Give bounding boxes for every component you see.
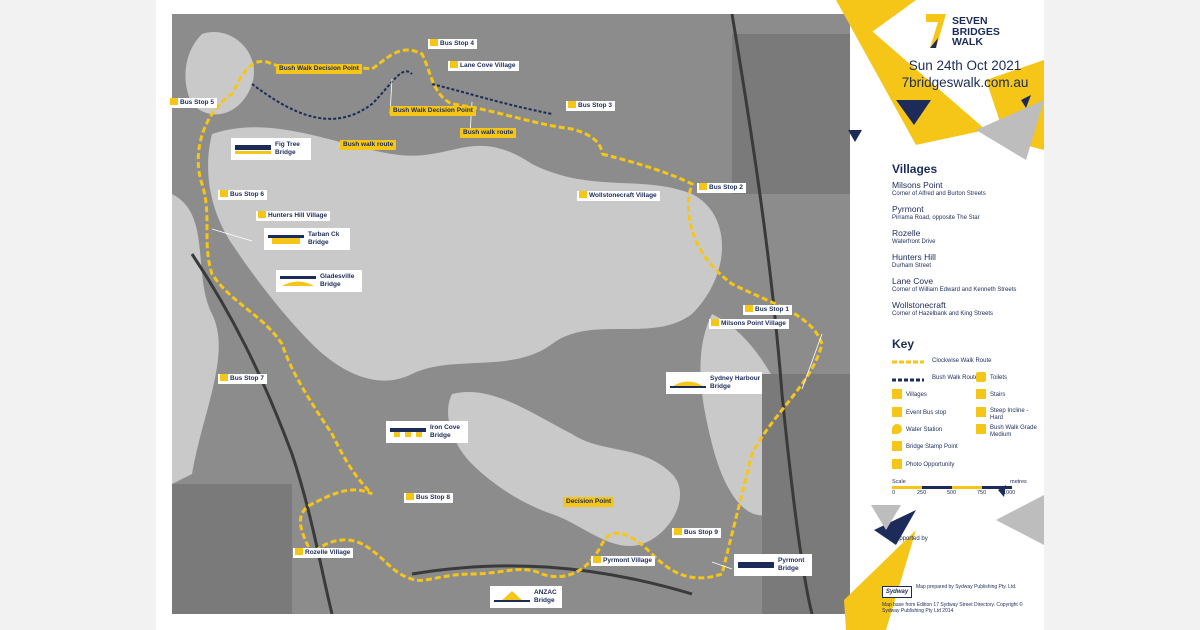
- village-icon: [450, 61, 458, 68]
- event-date: Sun 24th Oct 2021: [908, 58, 1022, 73]
- label-bus-stop-2[interactable]: Bus Stop 2: [697, 183, 746, 193]
- label-bus-stop-6[interactable]: Bus Stop 6: [218, 190, 267, 200]
- bridge-icon: [670, 381, 706, 388]
- label-bus-stop-3[interactable]: Bus Stop 3: [566, 101, 615, 111]
- seven-bridges-logo[interactable]: SEVEN BRIDGES WALK: [926, 14, 1006, 50]
- key-event-bus: Event Bus stop: [906, 410, 947, 416]
- steep-incline-icon: [976, 407, 986, 417]
- label-bush-decision-1[interactable]: Bush Walk Decision Point: [276, 64, 362, 74]
- bus-stop-icon: [220, 190, 228, 197]
- key-water: Water Station: [906, 427, 943, 433]
- label-decision-point[interactable]: Decision Point: [563, 497, 615, 507]
- water-station-icon: [892, 424, 902, 434]
- key-stairs: Stairs: [990, 392, 1006, 398]
- stairs-icon: [976, 389, 986, 399]
- label-bus-stop-7[interactable]: Bus Stop 7: [218, 374, 267, 384]
- bus-stop-icon: [170, 98, 178, 105]
- supported-by: Supported by: [892, 536, 928, 542]
- label-wollstonecraft-village[interactable]: Wollstonecraft Village: [577, 191, 660, 201]
- sydway-logo: Sydway: [882, 586, 912, 598]
- bridge-icon: [268, 235, 304, 244]
- key-bush-route: Bush Walk Route: [932, 375, 979, 381]
- bus-stop-icon: [892, 407, 902, 417]
- key-stamp: Bridge Stamp Point: [906, 444, 958, 450]
- river-water: [172, 194, 219, 484]
- map-sheet: Bus Stop 4 Lane Cove Village Bush Walk D…: [156, 0, 1044, 630]
- lane-cove-water: [185, 32, 254, 115]
- bridge-icon: [738, 562, 774, 568]
- key-toilets: Toilets: [990, 375, 1008, 381]
- bush-walk-route: [251, 70, 553, 120]
- key-bush-grade: Bush Walk Grade Medium: [990, 425, 1037, 438]
- key-villages: Villages: [906, 392, 927, 398]
- clockwise-route-swatch: [892, 360, 924, 364]
- bus-stop-icon: [430, 39, 438, 46]
- label-bus-stop-4[interactable]: Bus Stop 4: [428, 39, 477, 49]
- scale-bar: Scale metres 0 250 500 750 1000: [892, 479, 1027, 496]
- toilets-icon: [976, 372, 986, 382]
- bus-stop-icon: [406, 493, 414, 500]
- bush-grade-icon: [976, 424, 986, 434]
- label-pyrmont-village[interactable]: Pyrmont Village: [591, 556, 656, 566]
- camera-icon: [892, 459, 902, 469]
- key-heading: Key: [892, 337, 915, 351]
- village-icon: [593, 556, 601, 563]
- map-key: Clockwise Walk Route Bush Walk Route Toi…: [892, 356, 1042, 496]
- bus-stop-icon: [220, 374, 228, 381]
- villages-heading: Villages: [892, 162, 938, 176]
- logo-seven-icon: [926, 14, 946, 48]
- village-icon: [258, 211, 266, 218]
- stamp-icon: [892, 441, 902, 451]
- bus-stop-icon: [699, 183, 707, 190]
- village-icon: [579, 191, 587, 198]
- route-map[interactable]: [172, 14, 850, 614]
- label-milsons-point-village[interactable]: Milsons Point Village: [709, 319, 789, 329]
- label-rozelle-village[interactable]: Rozelle Village: [293, 548, 354, 558]
- event-url[interactable]: 7bridgeswalk.com.au: [901, 75, 1029, 90]
- label-bus-stop-1[interactable]: Bus Stop 1: [743, 305, 792, 315]
- key-steep: Steep Incline - Hard: [990, 408, 1029, 421]
- map-graphics: [172, 14, 850, 614]
- bush-route-swatch: [892, 378, 924, 382]
- label-bush-route-1[interactable]: Bush walk route: [340, 140, 397, 150]
- label-lane-cove-village[interactable]: Lane Cove Village: [448, 61, 519, 71]
- scale-bar-graphic: [892, 486, 1012, 489]
- bus-stop-icon: [568, 101, 576, 108]
- bridge-icon: [390, 428, 426, 437]
- village-icon: [892, 389, 902, 399]
- village-icon: [295, 548, 303, 555]
- key-photo: Photo Opportunity: [906, 462, 955, 468]
- harbour-water: [208, 127, 722, 381]
- label-bush-decision-2[interactable]: Bush Walk Decision Point: [390, 106, 476, 116]
- key-clockwise: Clockwise Walk Route: [932, 358, 992, 364]
- clockwise-walk-route: [196, 48, 824, 582]
- label-bus-stop-5[interactable]: Bus Stop 5: [168, 98, 217, 108]
- bridge-icon: [235, 145, 271, 154]
- bridge-icon: [494, 591, 530, 602]
- label-bush-route-2[interactable]: Bush walk route: [460, 128, 517, 138]
- bus-stop-icon: [745, 305, 753, 312]
- harbour-water-south: [448, 392, 681, 547]
- bridge-icon: [280, 276, 316, 286]
- label-bus-stop-8[interactable]: Bus Stop 8: [404, 493, 453, 503]
- label-bus-stop-9[interactable]: Bus Stop 9: [672, 528, 721, 538]
- bus-stop-icon: [674, 528, 682, 535]
- village-icon: [711, 319, 719, 326]
- label-hunters-hill-village[interactable]: Hunters Hill Village: [256, 211, 331, 221]
